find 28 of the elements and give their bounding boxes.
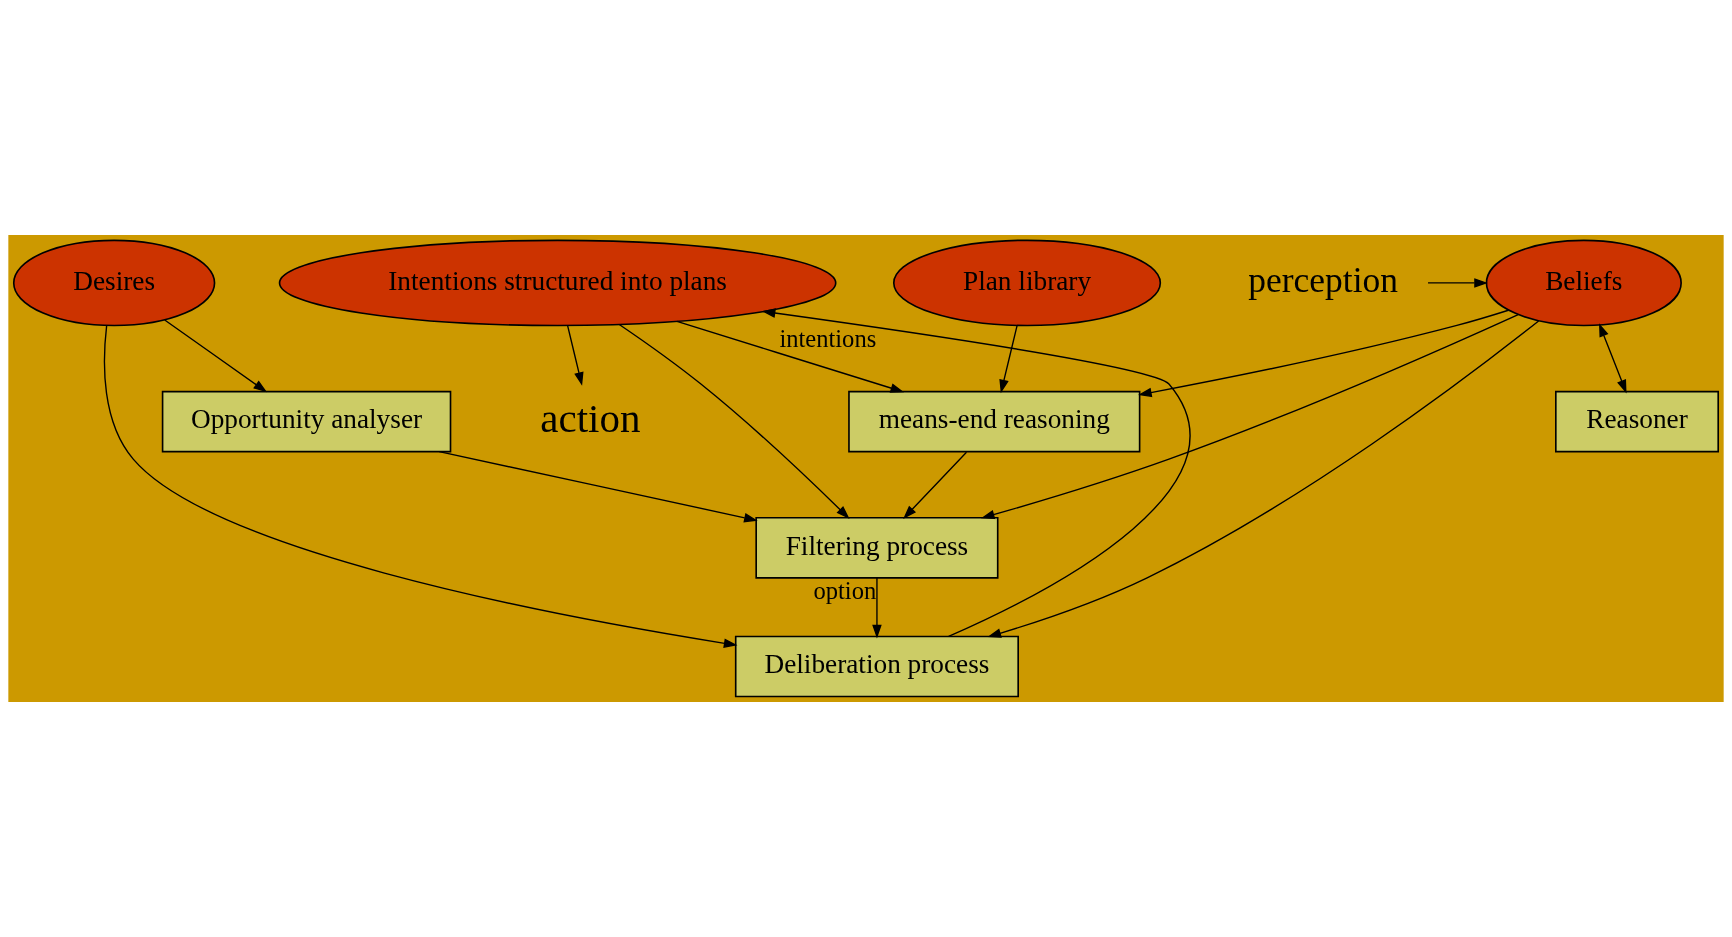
arrow — [438, 451, 758, 523]
edge-label: option — [813, 576, 877, 604]
node-box: Filtering process — [755, 516, 999, 579]
arrow — [566, 324, 584, 386]
arrow — [164, 319, 268, 393]
node-box: Opportunity analyser — [161, 390, 452, 453]
node-ellipse: Beliefs — [1485, 239, 1682, 327]
arrow — [903, 451, 968, 519]
node-box: Deliberation process — [734, 635, 1019, 698]
arrow — [676, 320, 905, 393]
edge-label: intentions — [779, 325, 877, 353]
arrow — [987, 320, 1540, 638]
node-ellipse: Desires — [12, 239, 216, 327]
node-text: action — [540, 395, 641, 441]
arrow — [1427, 278, 1488, 288]
arrow — [999, 324, 1018, 394]
arrow — [761, 308, 1191, 638]
node-text: perception — [1248, 259, 1399, 300]
arrow — [872, 577, 882, 639]
arrow — [103, 324, 738, 648]
arrow — [1138, 309, 1510, 398]
arrow — [618, 323, 850, 520]
node-ellipse: Plan library — [892, 239, 1162, 327]
node-box: means-end reasoning — [848, 390, 1141, 453]
arrow — [1599, 323, 1627, 394]
node-ellipse: Intentions structured into plans — [278, 239, 837, 327]
node-box: Reasoner — [1555, 390, 1720, 453]
arrow — [980, 313, 1519, 520]
